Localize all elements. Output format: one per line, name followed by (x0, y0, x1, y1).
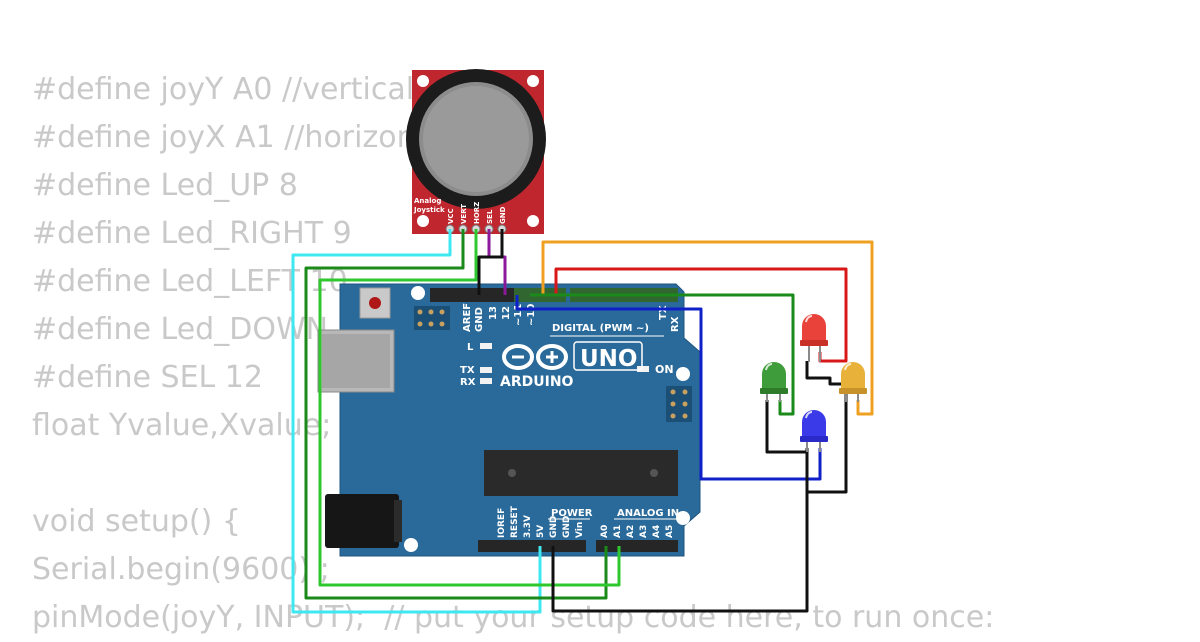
arduino-uno-board[interactable]: AREF GND 13 12 ~11 ~10 TX RX DIGITAL (PW… (317, 283, 701, 557)
on-led (637, 366, 649, 372)
wire-vert-a0[interactable] (304, 229, 608, 600)
icsp-header (666, 386, 692, 422)
joystick-title-line1: Analog (414, 197, 441, 205)
arduino-infinity-logo (502, 344, 568, 370)
mounting-hole (676, 367, 690, 381)
digital-header[interactable] (430, 288, 678, 302)
rx-label: RX (460, 377, 476, 388)
code-line: void setup() { (32, 504, 241, 539)
on-label: ON (655, 363, 674, 376)
pin-label-a2: A2 (626, 525, 636, 538)
code-line: #define Led_UP 8 (32, 168, 298, 203)
joystick-pin-label-sel: SEL (486, 209, 494, 224)
pin-label-a3: A3 (639, 525, 649, 538)
pin-label-reset: RESET (510, 505, 520, 538)
icsp-header (414, 306, 450, 330)
pin-label-11: ~11 (513, 304, 524, 326)
led-blue[interactable] (800, 410, 828, 452)
wire-led-ground[interactable] (551, 400, 809, 613)
pin-label-12: 12 (501, 306, 512, 320)
pin-label-ioref: IOREF (497, 508, 507, 538)
digital-label: DIGITAL (PWM ~) (552, 323, 649, 334)
mounting-hole (417, 75, 429, 87)
rx-led (480, 378, 492, 384)
power-label: POWER (551, 508, 593, 519)
power-header[interactable] (478, 540, 586, 552)
pin-label-a1: A1 (613, 525, 623, 538)
pin-label-a5: A5 (665, 525, 675, 538)
wire-led-ground-2[interactable] (805, 400, 848, 494)
dc-jack (325, 494, 399, 548)
arduino-brand: ARDUINO (500, 374, 574, 390)
joystick-pin-label-gnd: GND (499, 206, 507, 224)
pin-label-a4: A4 (652, 525, 662, 538)
mounting-hole (527, 215, 539, 227)
code-line: pinMode(joyY, INPUT); // put your setup … (32, 600, 995, 635)
code-line: #define SEL 12 (32, 360, 263, 395)
joystick-pin-label-vert: VERT (460, 204, 468, 224)
joystick-title-line2: Joystick (413, 206, 445, 214)
pin-label-tx: TX (658, 305, 669, 320)
pin-label-vin: Vin (575, 522, 585, 538)
pin-label-a0: A0 (600, 525, 610, 538)
analog-label: ANALOG IN (617, 508, 679, 519)
code-line: Serial.begin(9600) ; (32, 552, 330, 587)
wire-led-ground-3[interactable] (805, 361, 848, 400)
code-line: #define Led_RIGHT 9 (32, 216, 352, 251)
tx-label: TX (460, 365, 475, 376)
wire-yellow-led[interactable] (541, 240, 874, 416)
reset-button[interactable] (359, 287, 391, 319)
l-label: L (467, 342, 474, 353)
uno-model: UNO (580, 346, 637, 372)
l-led (480, 343, 492, 349)
pin-label-rx: RX (670, 316, 681, 332)
pin-label-gnd1: GND (549, 516, 559, 538)
code-listing: #define joyY A0 //vertical #define joyX … (32, 66, 994, 642)
led-yellow[interactable] (839, 362, 867, 402)
mounting-hole (527, 75, 539, 87)
mounting-hole (417, 215, 429, 227)
pin-label-aref: AREF (462, 303, 473, 332)
pin-label-3v3: 3.3V (523, 515, 533, 538)
pin-label-gnd: GND (474, 307, 485, 332)
tx-led (480, 367, 492, 373)
atmega-chip (484, 450, 678, 496)
code-line: #define joyY A0 //vertical (32, 72, 415, 107)
wire-horz-a1[interactable] (318, 229, 621, 587)
wire-gnd-top[interactable] (477, 229, 504, 295)
mounting-hole (411, 286, 425, 300)
joystick-module[interactable]: Analog Joystick VCC VERT HORZ SEL GND (406, 69, 546, 234)
joystick-pin-label-horz: HORZ (473, 202, 481, 224)
analog-header[interactable] (596, 540, 678, 552)
pin-label-gnd2: GND (562, 516, 572, 538)
wire-green-led[interactable] (530, 293, 795, 416)
joystick-pin-label-vcc: VCC (447, 208, 455, 224)
led-green[interactable] (760, 362, 788, 402)
pin-label-10: ~10 (526, 304, 537, 326)
wire-vcc-5v[interactable] (291, 229, 542, 614)
mounting-hole (676, 511, 690, 525)
wire-blue-led[interactable] (515, 295, 822, 481)
pin-label-5v: 5V (536, 525, 546, 538)
pin-label-13: 13 (488, 306, 499, 320)
mounting-hole (404, 538, 418, 552)
joystick-pin-pads[interactable] (445, 224, 507, 234)
led-red[interactable] (800, 314, 828, 362)
